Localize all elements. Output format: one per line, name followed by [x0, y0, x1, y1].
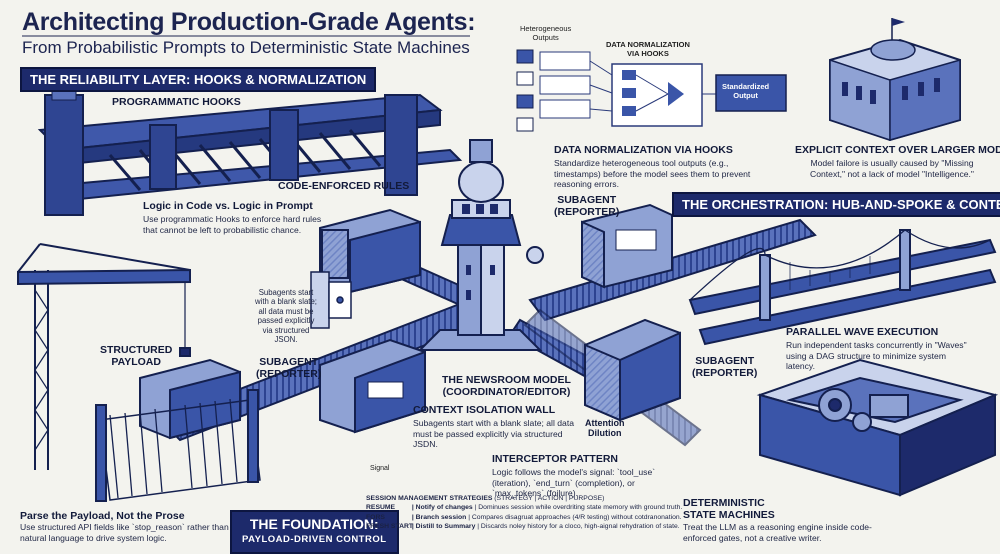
- normalization-title: DATA NORMALIZATION VIA HOOKS: [554, 144, 733, 156]
- interceptor-desc: Logic follows the model's signal: `tool_…: [492, 467, 656, 498]
- strategy-purpose: | Discards noley history for a cloco, hi…: [477, 523, 680, 531]
- strategy-action: | Distill to Summary: [411, 523, 476, 531]
- rules-label: CODE-ENFORCED RULES: [278, 180, 410, 192]
- normalization-desc: Standardize heterogeneous tool outputs (…: [554, 158, 751, 189]
- state-machines-title: DETERMINISTIC STATE MACHINES: [683, 497, 775, 521]
- payload-gate-illustration: [95, 358, 261, 502]
- normalization-flow-diagram: [516, 49, 787, 132]
- logic-title: Logic in Code vs. Logic in Prompt: [143, 200, 313, 212]
- parallel-title: PARALLEL WAVE EXECUTION: [786, 326, 939, 338]
- standardized-output-label: Standardized Output: [722, 82, 770, 100]
- interceptor-title: INTERCEPTOR PATTERN: [492, 453, 619, 465]
- coordinator-tower-illustration: [417, 139, 544, 351]
- newsroom-label: THE NEWSROOM MODEL (COORDINATOR/EDITOR): [442, 374, 571, 398]
- isolation-wall-illustration: [310, 271, 352, 329]
- page-title: Architecting Production-Grade Agents:: [22, 8, 476, 36]
- strategy-purpose: | Compares disagruat approaches (4/R tes…: [468, 513, 682, 521]
- context-building-illustration: [829, 18, 961, 142]
- session-heading-cols: (STRATEGY | ACTION | PURPOSE): [494, 495, 605, 502]
- logic-desc: Use programmatic Hooks to enforce hard r…: [143, 214, 322, 235]
- payload-label: STRUCTURED PAYLOAD: [100, 344, 173, 368]
- payload-desc: Use structured API fields like `stop_rea…: [20, 522, 229, 543]
- state-machines-desc: Treat the LLM as a reasoning engine insi…: [683, 522, 872, 543]
- crane-illustration: [17, 243, 191, 470]
- subagent-top-label: SUBAGENT (REPORTER): [554, 194, 620, 218]
- strategy-key: FORS: [366, 513, 385, 521]
- context-title: EXPLICIT CONTEXT OVER LARGER MODELS: [795, 144, 1000, 156]
- foundation-band-subtitle: PAYLOAD-DRIVEN CONTROL: [242, 534, 387, 545]
- session-strategies-table: SESSION MANAGEMENT STRATEGIES (STRATEGY …: [366, 494, 706, 532]
- session-heading: SESSION MANAGEMENT STRATEGIES: [366, 495, 493, 502]
- state-machine-vault-illustration: [756, 358, 999, 497]
- subagent-right-label: SUBAGENT (REPORTER): [692, 355, 758, 379]
- table-row: FORS | Branch session | Compares disagru…: [366, 513, 706, 522]
- hooks-truss-illustration: [37, 87, 463, 216]
- strategy-action: | Branch session: [411, 513, 467, 521]
- payload-text-block: Parse the Payload, Not the Prose Use str…: [20, 510, 230, 543]
- strategy-key: RESUME: [366, 504, 396, 512]
- signal-label: Signal: [370, 465, 390, 472]
- attention-dilution-label: Attention Dilution: [585, 418, 625, 438]
- isolation-desc: Subagents start with a blank slate; all …: [413, 418, 574, 449]
- hooks-label: PROGRAMMATIC HOOKS: [112, 96, 241, 108]
- parallel-desc: Run independent tasks concurrently in "W…: [786, 340, 967, 371]
- strategy-key: FRESH START: [366, 523, 414, 531]
- subagent-containers-illustration: [319, 203, 681, 434]
- blank-slate-note: Subagents start with a blank slate; all …: [255, 288, 317, 345]
- heterogeneous-label: Heterogeneous Outputs: [520, 24, 572, 42]
- isolation-title: CONTEXT ISOLATION WALL: [413, 404, 556, 416]
- via-hooks-label: DATA NORMALIZATION VIA HOOKS: [606, 40, 690, 58]
- strategy-action: | Notify of changes: [411, 504, 473, 512]
- session-strategies-heading: SESSION MANAGEMENT STRATEGIES (STRATEGY …: [366, 494, 706, 503]
- context-desc: Model failore is usually caused by "Miss…: [810, 158, 974, 179]
- reliability-band: THE RELIABILITY LAYER: HOOKS & NORMALIZA…: [20, 67, 377, 92]
- table-row: FRESH START | Distill to Summary | Disca…: [366, 522, 706, 531]
- table-row: RESUME | Notify of changes | Dominues se…: [366, 503, 706, 512]
- strategy-purpose: | Dominues session while overdriting sta…: [474, 504, 683, 512]
- foundation-band-title: THE FOUNDATION:: [249, 516, 379, 532]
- payload-title: Parse the Payload, Not the Prose: [20, 510, 185, 522]
- subagent-left-label: SUBAGENT (REPORTER): [256, 356, 322, 380]
- parallel-bridges-illustration: [688, 229, 997, 346]
- orchestration-band: THE ORCHESTRATION: HUB-AND-SPOKE & CONTE…: [672, 192, 1000, 217]
- page-subtitle: From Probabilistic Prompts to Determinis…: [22, 38, 470, 57]
